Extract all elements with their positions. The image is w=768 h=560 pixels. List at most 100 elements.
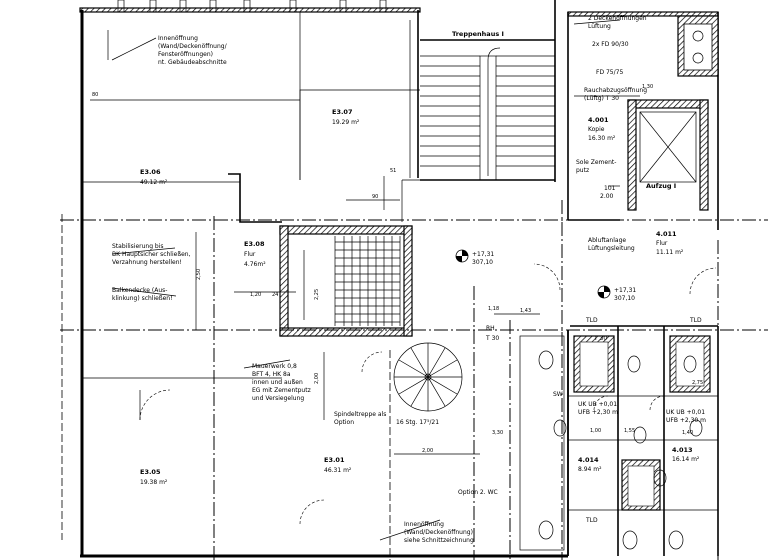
annotation: T 30 — [485, 335, 499, 342]
annotation: UFB +2,30 m — [578, 409, 618, 416]
room-area: 2.00 — [600, 193, 614, 200]
dimension: 2,50 — [196, 269, 202, 280]
stair-core — [279, 225, 413, 337]
room-name: Flur — [656, 240, 668, 247]
annotation: 2x FD 90/30 — [592, 41, 629, 48]
room-area: 16.14 m² — [672, 456, 700, 463]
dimension: 1,18 — [488, 306, 499, 312]
annotation: putz — [576, 167, 589, 174]
dimension: 1,43 — [520, 308, 531, 314]
door-tag: TLD — [585, 517, 598, 524]
door-tag: TLD — [689, 317, 702, 324]
room-id: E3.07 — [332, 108, 352, 116]
elevator-label: Aufzug I — [646, 182, 676, 190]
interior-walls — [82, 12, 420, 379]
annotation: Option — [334, 419, 354, 426]
level-text: +17,31 — [614, 287, 636, 294]
doors — [139, 263, 717, 525]
annotation: Fensteröffnungen) — [158, 51, 213, 58]
annotation: EG mit Zementputz — [252, 387, 311, 394]
dimension: 3,30 — [492, 430, 503, 436]
right-wing — [519, 11, 719, 556]
dimension: 1,55 — [624, 428, 635, 434]
annotation: Spindeltreppe als — [334, 411, 386, 418]
annotation: (Wand/Deckenöffnung) — [404, 529, 473, 536]
dimension: 2,00 — [314, 373, 320, 384]
level-text: 307,10 — [472, 259, 493, 266]
room-id: 4.014 — [578, 456, 599, 464]
annotation: SW — [553, 391, 563, 398]
room-area: 19.29 m² — [332, 119, 360, 126]
dimension: 2,25 — [314, 289, 320, 300]
stair-label: Treppenhaus I — [452, 30, 504, 38]
room-id: E3.05 — [140, 468, 161, 476]
level-text: +17,31 — [472, 251, 494, 258]
room-area: 16.30 m² — [588, 135, 616, 142]
annotation: und Versiegelung — [252, 395, 304, 402]
dimension: 51 — [390, 168, 396, 174]
room-area: 8.94 m² — [578, 466, 602, 473]
annotation: Stabilisierung bis — [112, 243, 164, 250]
room-id: E3.01 — [324, 456, 345, 464]
dimension: 2,00 — [422, 448, 433, 454]
main-staircase — [420, 39, 555, 181]
annotation: innen und außen — [252, 379, 303, 386]
dimension: 1,30 — [642, 84, 653, 90]
spiral-stair — [393, 342, 463, 412]
annotation: (Wand/Deckenöffnung/ — [158, 43, 228, 50]
annotation: Rauchabzugsöffnung — [584, 87, 647, 94]
annotation: Balkendecke (Aus- — [112, 287, 167, 294]
room-id: E3.06 — [140, 168, 161, 176]
annotation: Innenöffnung — [404, 521, 444, 528]
annotation: UK UB +0,01 — [578, 401, 617, 408]
room-id: 4.011 — [656, 230, 677, 238]
room-id: 4.013 — [672, 446, 693, 454]
level-marker — [455, 249, 469, 263]
door-tag: TLD — [585, 317, 598, 324]
dimension: 80 — [92, 92, 98, 98]
annotation: Lüftung — [588, 23, 611, 30]
annotation: BK Hauptsicher schließen, — [112, 251, 191, 258]
dimension: 1,00 — [590, 428, 601, 434]
annotation: Abluftanlage — [588, 237, 626, 244]
annotation: T 30 — [593, 335, 607, 342]
dimension-lines — [90, 19, 640, 541]
annotation: Innenöffnung — [158, 35, 198, 42]
annotation: BFT 4, HK 8a — [252, 371, 291, 378]
annotation: klinkung) schließen! — [112, 295, 173, 302]
dimension: 1,40 — [682, 430, 693, 436]
annotation: 2 Deckenöffnungen — [588, 15, 647, 22]
room-area: 11.11 m² — [656, 249, 684, 256]
annotation: Sole Zement- — [576, 159, 616, 166]
annotation: UFB +2,30 m — [666, 417, 706, 424]
annotation: (Lüftg) T 30 — [584, 95, 619, 102]
room-area: 4.76m² — [244, 261, 266, 268]
annotation: FD 75/75 — [596, 69, 623, 76]
annotation: UK UB +0,01 — [666, 409, 705, 416]
annotation: RH — [486, 325, 495, 332]
dimension: 90 — [372, 194, 378, 200]
dimension: 1,20 — [250, 292, 261, 298]
room-area: 46.31 m² — [324, 467, 352, 474]
annotation: siehe Schnittzeichnung — [404, 537, 474, 544]
level-text: 307,10 — [614, 295, 635, 302]
room-name: Flur — [244, 251, 256, 258]
dimension: 2,75 — [692, 380, 703, 386]
room-area: 19.38 m² — [140, 479, 168, 486]
annotation: Mauerwerk 0,8 — [252, 363, 297, 370]
room-area: 49.12 m² — [140, 179, 168, 186]
annotation: Verzahnung herstellen! — [112, 259, 182, 266]
room-id: E3.08 — [244, 240, 265, 248]
level-marker — [597, 285, 611, 299]
section-lines — [60, 200, 768, 560]
annotation: Option 2. WC — [458, 489, 498, 496]
annotation: nt. Gebäudeabschnitte — [158, 59, 227, 66]
annotation: Lüftungsleitung — [588, 245, 635, 252]
room-id: 101 — [604, 185, 616, 192]
room-name: Kopie — [588, 126, 605, 133]
outer-walls — [79, 0, 569, 558]
dimension: 24 — [272, 292, 278, 298]
room-id: 4.001 — [588, 116, 609, 124]
annotation: 16 Stg. 17⁵/21 — [396, 419, 439, 426]
